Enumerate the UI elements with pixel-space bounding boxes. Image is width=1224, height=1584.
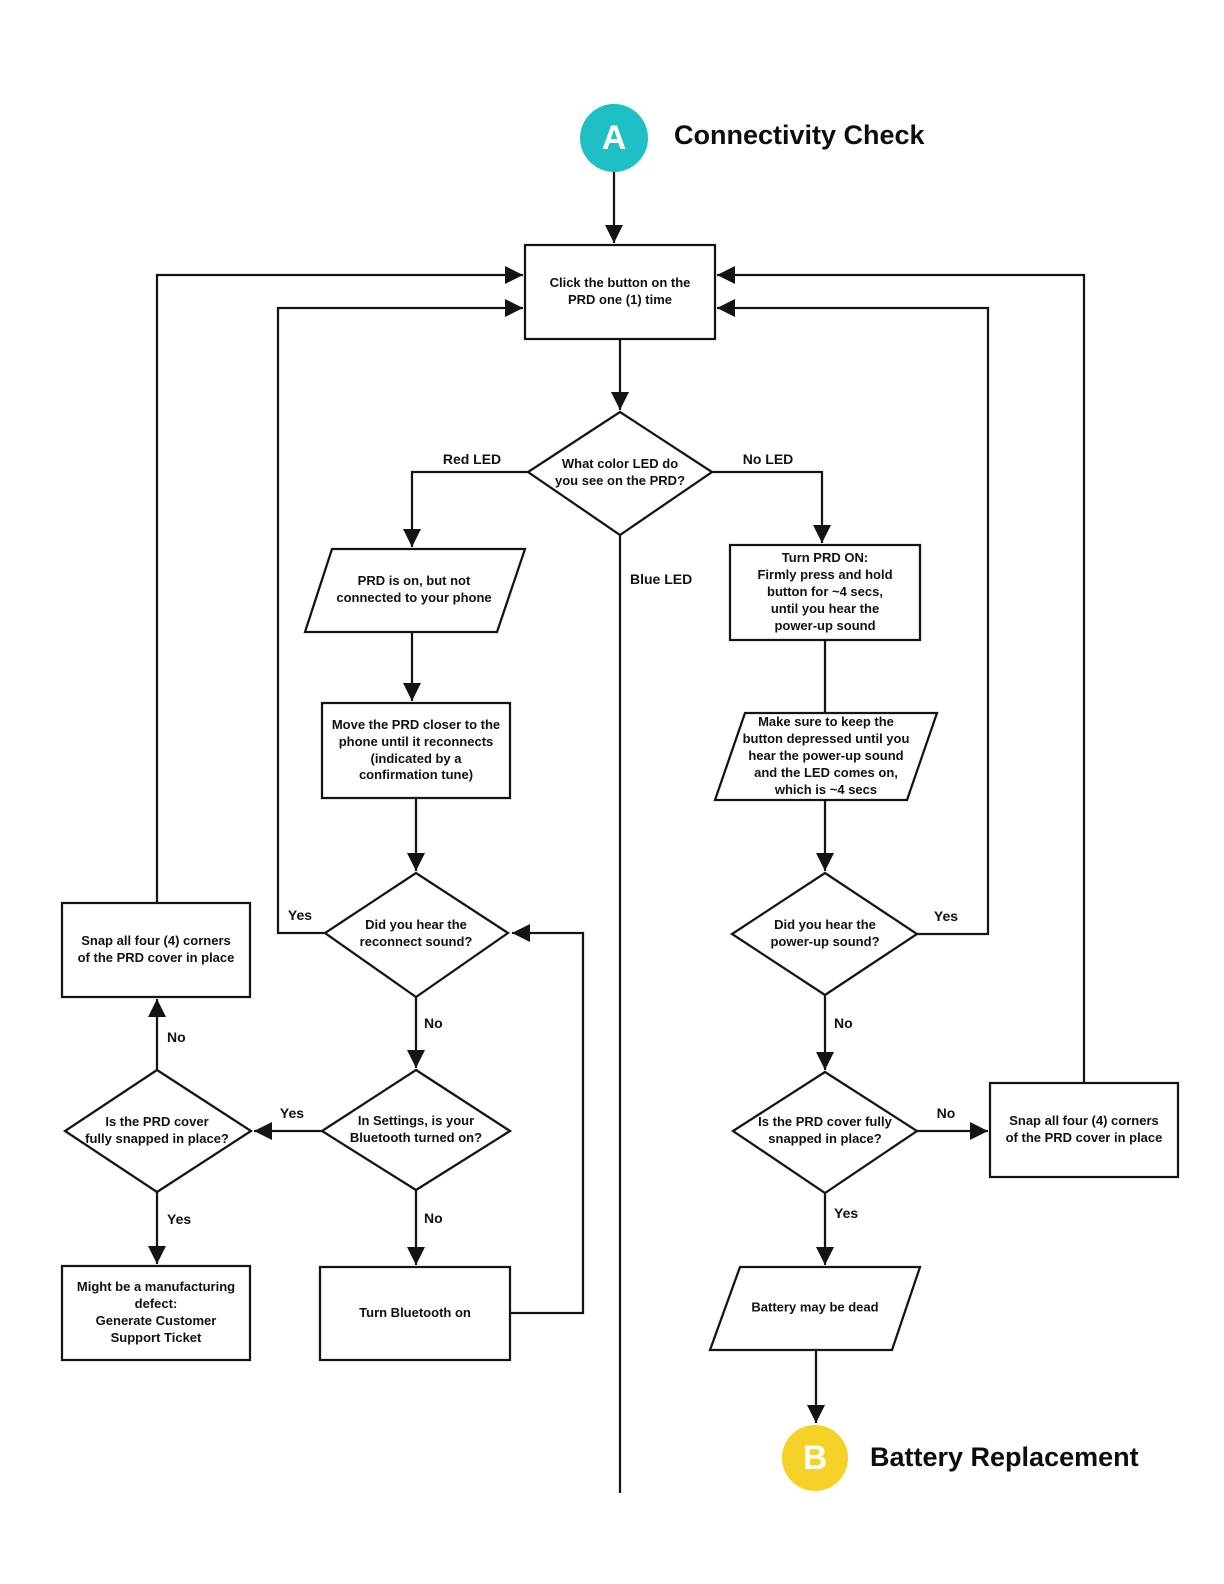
exit-badge: B [782,1425,848,1491]
connector-led-red [403,470,528,547]
node-bluetooth-question: In Settings, is your Bluetooth turned on… [349,1113,483,1145]
node-cover-left-question: Is the PRD cover fully snapped in place? [85,1114,229,1146]
edge-label-cover-right-yes: Yes [834,1205,859,1221]
edge-label-red-led: Red LED [442,451,502,467]
shape-cover-left-diamond [62,1068,254,1194]
exit-title: Battery Replacement [870,1442,1139,1472]
shape-powerup-diamond [729,871,920,997]
edge-label-no-led: No LED [742,451,794,467]
shape-defect-box [60,1264,252,1362]
node-move-closer: Move the PRD closer to the phone until i… [331,716,501,783]
shape-click-button-box [523,243,717,341]
shape-turn-prd-box [728,543,922,642]
connector-reconnect-yes-feedback [276,299,523,935]
node-defect: Might be a manufacturing defect: Generat… [76,1279,236,1345]
connector-powerup-yes-feedback [717,299,990,936]
entry-title: Connectivity Check [674,120,925,150]
entry-badge: A [580,104,648,172]
shape-move-closer-box [320,701,512,800]
shape-snap-left-box [60,901,252,999]
connector-led-none [712,470,831,543]
shape-cover-right-diamond [730,1070,920,1195]
shape-snap-right-box [988,1081,1180,1179]
exit-badge-letter: B [802,1438,828,1477]
edge-label-powerup-no: No [834,1015,853,1031]
node-turn-prd-on: Turn PRD ON: Firmly press and hold butto… [757,550,893,633]
shape-turn-bluetooth-box [318,1265,512,1362]
shape-battery-parallelogram [708,1265,922,1352]
shape-bluetooth-diamond [319,1068,513,1192]
connector-snapright-feedback [717,266,1086,1083]
node-prd-on: PRD is on, but not connected to your pho… [336,573,492,605]
shape-led-diamond [525,410,715,537]
edge-label-reconnect-no: No [424,1015,443,1031]
edge-label-cover-right-no: No [936,1105,956,1121]
node-click-button: Click the button on the PRD one (1) time [549,275,691,307]
edge-label-cover-left-yes: Yes [167,1211,192,1227]
node-turn-bluetooth: Turn Bluetooth on [359,1305,471,1321]
node-cover-right-question: Is the PRD cover fully snapped in place? [758,1114,892,1146]
node-snap-left: Snap all four (4) corners of the PRD cov… [77,933,235,965]
node-keep-button: Make sure to keep the button depressed u… [742,713,910,797]
node-led-question: What color LED do you see on the PRD? [554,456,686,488]
node-battery-dead: Battery may be dead [751,1299,879,1315]
node-reconnect-question: Did you hear the reconnect sound? [359,917,473,949]
edge-label-bluetooth-yes: Yes [279,1105,305,1121]
node-powerup-question: Did you hear the power-up sound? [770,917,880,949]
node-snap-right: Snap all four (4) corners of the PRD cov… [1005,1113,1163,1145]
edge-label-powerup-yes: Yes [933,908,959,924]
edge-label-cover-left-no: No [167,1029,186,1045]
edge-label-reconnect-yes: Yes [287,907,313,923]
connector-snapleft-feedback [155,266,523,903]
edge-label-blue-led: Blue LED [630,571,693,587]
shape-prd-on-parallelogram [303,547,527,634]
entry-badge-letter: A [601,118,627,157]
shape-keep-button-parallelogram [713,711,939,802]
connector-turnbt-feedback [510,924,585,1315]
shape-reconnect-diamond [323,871,511,999]
edge-label-bluetooth-no: No [424,1210,443,1226]
